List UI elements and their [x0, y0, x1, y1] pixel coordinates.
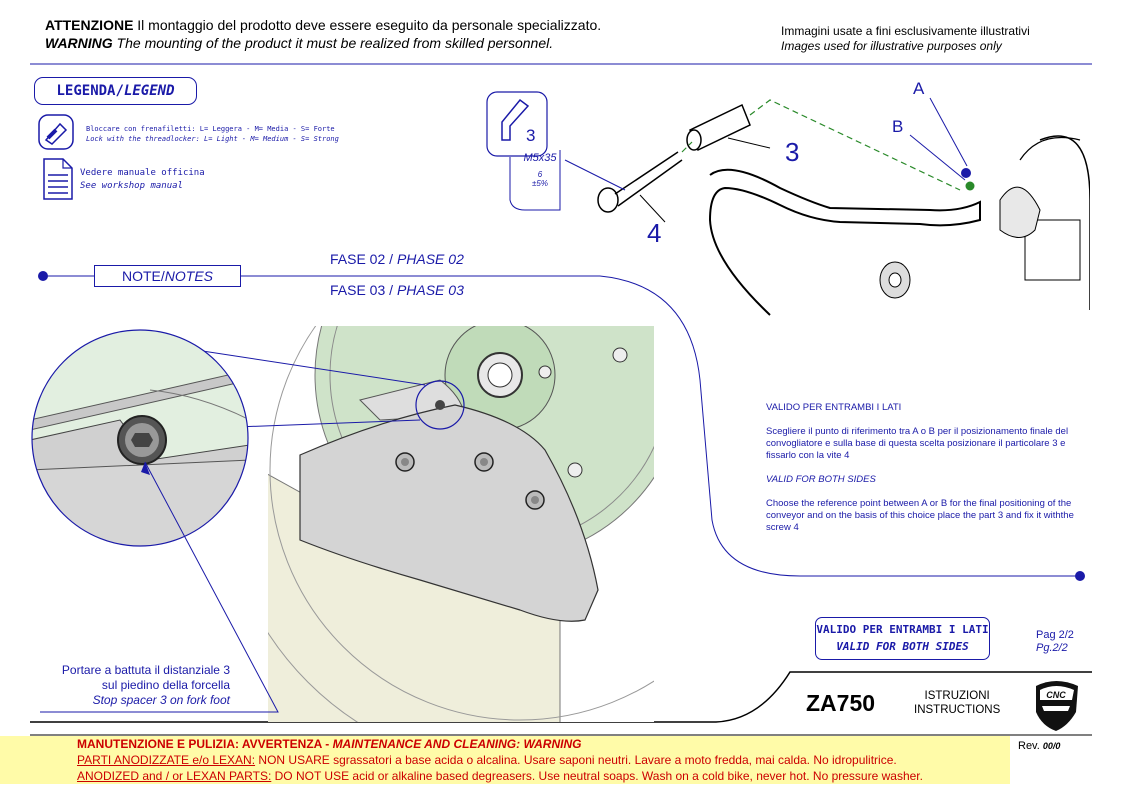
phase-03: FASE 03 / PHASE 03 [330, 282, 464, 298]
screw-tolerance: ±5% [532, 179, 548, 188]
part-box-number: 3 [526, 126, 536, 145]
legend-title: LEGENDA / LEGEND [34, 77, 197, 105]
manual-icon [43, 158, 73, 200]
legend-title-en: LEGEND [123, 83, 175, 99]
valid-text-en: Choose the reference point between A or … [766, 498, 1074, 533]
exploded-view-drawing [486, 91, 1090, 316]
assembly-warning: ATTENZIONE Il montaggio del prodotto dev… [45, 16, 601, 52]
footer-valid-it: VALIDO PER ENTRAMBI I LATI [816, 623, 989, 636]
rev-value: 00/0 [1042, 741, 1061, 751]
phase03-it: FASE 03 [330, 282, 386, 298]
label-point-b: B [892, 117, 904, 136]
valid-both-sides-box: VALIDO PER ENTRAMBI I LATI VALID FOR BOT… [815, 617, 990, 660]
phase02-it: FASE 02 [330, 251, 386, 267]
threadlocker-legend: Bloccare con frenafiletti: L= Leggera - … [86, 124, 339, 144]
maint-line2-text: NON USARE sgrassatori a base acida o alc… [255, 753, 897, 767]
legend-title-it: LEGENDA [56, 83, 116, 99]
svg-text:CNC: CNC [1046, 690, 1066, 700]
screw-spec: M5x35 [523, 152, 557, 164]
illustrative-disclaimer: Immagini usate a fini esclusivamente ill… [781, 24, 1030, 54]
page-number: Pag 2/2 Pg.2/2 [1036, 629, 1074, 655]
valid-title-it: VALIDO PER ENTRAMBI I LATI [766, 402, 902, 413]
legend-sep: / [115, 83, 124, 99]
valid-text-it: Scegliere il punto di riferimento tra A … [766, 426, 1069, 461]
warning-it-label: ATTENZIONE [45, 17, 134, 33]
phase02-en: PHASE 02 [396, 251, 464, 267]
maint-title-en: MAINTENANCE AND CLEANING: WARNING [332, 737, 582, 751]
screw-spec-block: M5x35 6 ±5% [510, 152, 570, 188]
manual-legend: Vedere manuale officina See workshop man… [80, 167, 205, 193]
maintenance-warning: MANUTENZIONE E PULIZIA: AVVERTENZA - MAI… [77, 736, 923, 784]
maint-line3-text: DO NOT USE acid or alkaline based degrea… [271, 769, 923, 783]
manual-it: Vedere manuale officina [80, 168, 205, 178]
revision: Rev. 00/0 [1018, 740, 1060, 752]
instructions-en: INSTRUCTIONS [914, 704, 1001, 716]
threadlocker-icon [38, 114, 74, 150]
instructions-it: ISTRUZIONI [924, 690, 990, 702]
notes-title-en: NOTES [164, 268, 213, 284]
fork-note-line2: sul piedino della forcella [101, 678, 230, 692]
fork-note-line3: Stop spacer 3 on fork foot [92, 693, 230, 707]
product-code: ZA750 [806, 690, 876, 716]
warning-en-label: WARNING [45, 35, 113, 51]
notes-sep: / [160, 268, 165, 284]
notes-title-it: NOTE [121, 268, 161, 284]
label-point-a: A [913, 79, 925, 98]
warning-en-text: The mounting of the product it must be r… [112, 35, 554, 51]
screw-torque: 6 [537, 170, 543, 179]
notes-title: NOTE / NOTES [94, 265, 241, 287]
fork-note: Portare a battuta il distanziale 3 sul p… [40, 663, 230, 708]
warning-it-text: Il montaggio del prodotto deve essere es… [133, 17, 602, 33]
threadlocker-it: Bloccare con frenafiletti: L= Leggera - … [86, 125, 335, 133]
images-it: Immagini usate a fini esclusivamente ill… [781, 24, 1030, 38]
label-part-3: 3 [785, 137, 800, 167]
maint-title-it: MANUTENZIONE E PULIZIA: AVVERTENZA - [77, 737, 333, 751]
maint-line3-label: ANODIZED and / or LEXAN PARTS: [77, 769, 272, 783]
maint-line2-label: PARTI ANODIZZATE e/o LEXAN: [77, 753, 256, 767]
page-en: Pg.2/2 [1036, 642, 1068, 654]
maintenance-background [0, 736, 1010, 784]
phase03-en: PHASE 03 [396, 282, 464, 298]
images-en: Images used for illustrative purposes on… [781, 39, 1002, 53]
page-it: Pag 2/2 [1036, 629, 1074, 641]
footer-valid-en: VALID FOR BOTH SIDES [836, 640, 969, 653]
phase-02: FASE 02 / PHASE 02 [330, 251, 464, 267]
rev-label: Rev. [1018, 740, 1043, 752]
manual-en: See workshop manual [80, 181, 183, 191]
instructions-label: ISTRUZIONI INSTRUCTIONS [914, 689, 1000, 717]
fork-note-line1: Portare a battuta il distanziale 3 [61, 663, 230, 677]
valid-title-en: VALID FOR BOTH SIDES [766, 474, 876, 485]
cnc-racing-logo: CNC [1036, 681, 1078, 731]
threadlocker-en: Lock with the threadlocker: L= Light - M… [86, 135, 339, 143]
label-part-4: 4 [647, 218, 662, 248]
